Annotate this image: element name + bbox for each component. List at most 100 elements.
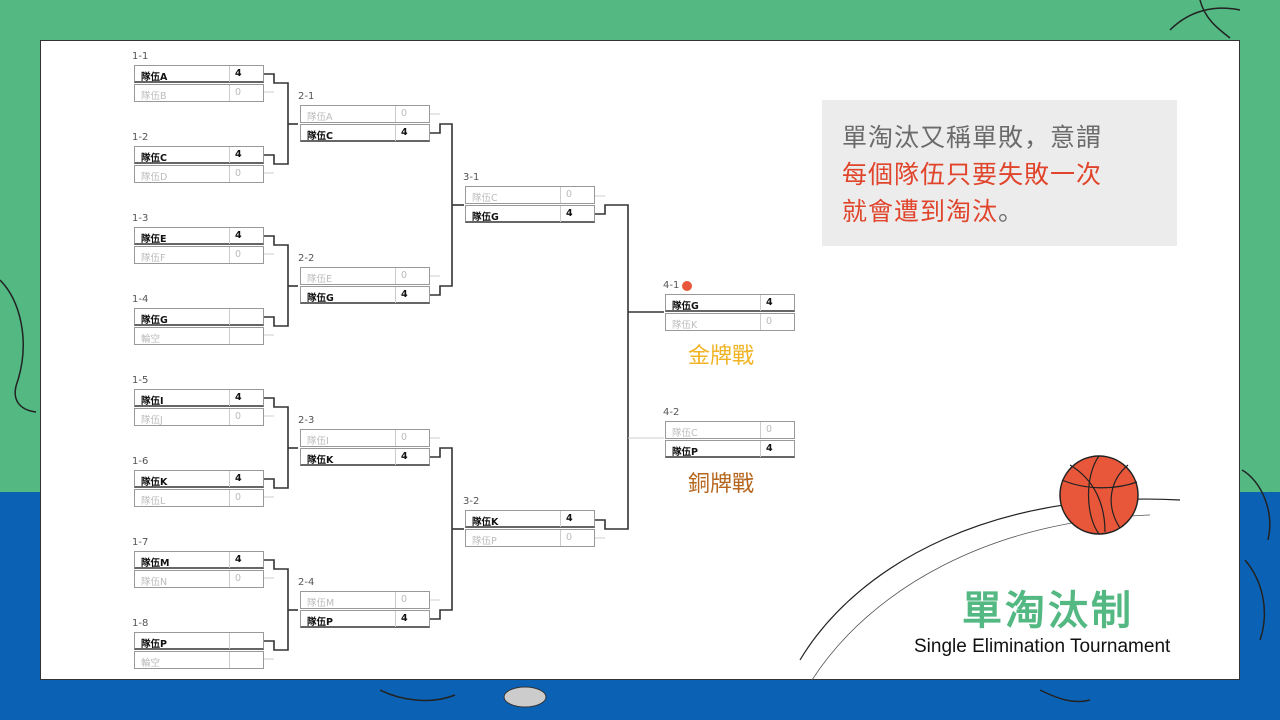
- team-score: 4: [760, 441, 794, 457]
- team-name: 隊伍P: [672, 447, 698, 458]
- team-row[interactable]: 隊伍G: [134, 308, 264, 326]
- team-score: 0: [229, 490, 263, 506]
- match-label: 2-2: [298, 253, 315, 264]
- team-name: 隊伍E: [141, 234, 167, 245]
- match-label: 3-2: [463, 496, 480, 507]
- team-name: 隊伍M: [307, 598, 335, 609]
- match-label: 1-5: [132, 375, 149, 386]
- team-score: 4: [229, 66, 263, 82]
- team-name: 隊伍C: [307, 131, 333, 142]
- match-label: 2-4: [298, 577, 315, 588]
- team-score: 4: [229, 552, 263, 568]
- team-score: 0: [395, 268, 429, 284]
- match-label: 4-2: [663, 407, 680, 418]
- team-row[interactable]: 隊伍P: [134, 632, 264, 650]
- team-score: [229, 328, 263, 344]
- team-score: 4: [229, 228, 263, 244]
- match-label: 3-1: [463, 172, 480, 183]
- match-label: 1-6: [132, 456, 149, 467]
- team-name: 隊伍K: [472, 517, 499, 528]
- team-name: 隊伍A: [307, 112, 333, 123]
- team-score: 0: [229, 247, 263, 263]
- team-name: 隊伍B: [141, 91, 167, 102]
- team-row[interactable]: 隊伍E 4: [134, 227, 264, 245]
- team-score: 4: [395, 449, 429, 465]
- team-score: [229, 309, 263, 325]
- gold-medal-caption: 金牌戰: [688, 344, 755, 369]
- team-score: 0: [395, 430, 429, 446]
- trophy-icon: [682, 281, 692, 291]
- team-name: 隊伍K: [307, 455, 334, 466]
- team-name: 隊伍P: [141, 639, 167, 650]
- team-row[interactable]: 隊伍P 4: [665, 440, 795, 458]
- info-line-3: 就會遭到淘汰。: [842, 192, 1024, 228]
- team-name: 隊伍F: [141, 253, 166, 264]
- team-name: 隊伍G: [307, 293, 334, 304]
- match-label: 1-8: [132, 618, 149, 629]
- info-line-1: 單淘汰又稱單敗，意謂: [842, 123, 1103, 152]
- info-line-3-end: 。: [998, 197, 1025, 226]
- team-row[interactable]: 輪空: [134, 651, 264, 669]
- team-name: 隊伍G: [672, 301, 699, 312]
- team-score: 0: [760, 314, 794, 330]
- team-name: 隊伍K: [141, 477, 168, 488]
- team-score: 4: [760, 295, 794, 311]
- match-1-3[interactable]: 1-3 隊伍E 4 隊伍F 0: [132, 213, 264, 264]
- match-label: 2-1: [298, 91, 315, 102]
- team-row[interactable]: 輪空: [134, 327, 264, 345]
- team-score: 0: [229, 166, 263, 182]
- match-label: 2-3: [298, 415, 315, 426]
- team-row[interactable]: 隊伍C 4: [300, 124, 430, 142]
- team-score: 4: [395, 125, 429, 141]
- info-line-3-red: 就會遭到淘汰: [842, 197, 999, 226]
- team-row[interactable]: 隊伍M 0: [300, 591, 430, 609]
- match-label: 1-3: [132, 213, 149, 224]
- team-score: 0: [229, 409, 263, 425]
- team-name: 隊伍G: [472, 212, 499, 223]
- team-score: 4: [229, 147, 263, 163]
- team-row[interactable]: 隊伍K 4: [300, 448, 430, 466]
- team-score: 0: [229, 571, 263, 587]
- team-row[interactable]: 隊伍F 0: [134, 246, 264, 264]
- page-title: 單淘汰制: [962, 588, 1134, 634]
- team-row[interactable]: 隊伍G 4: [665, 294, 795, 312]
- team-score: 0: [395, 592, 429, 608]
